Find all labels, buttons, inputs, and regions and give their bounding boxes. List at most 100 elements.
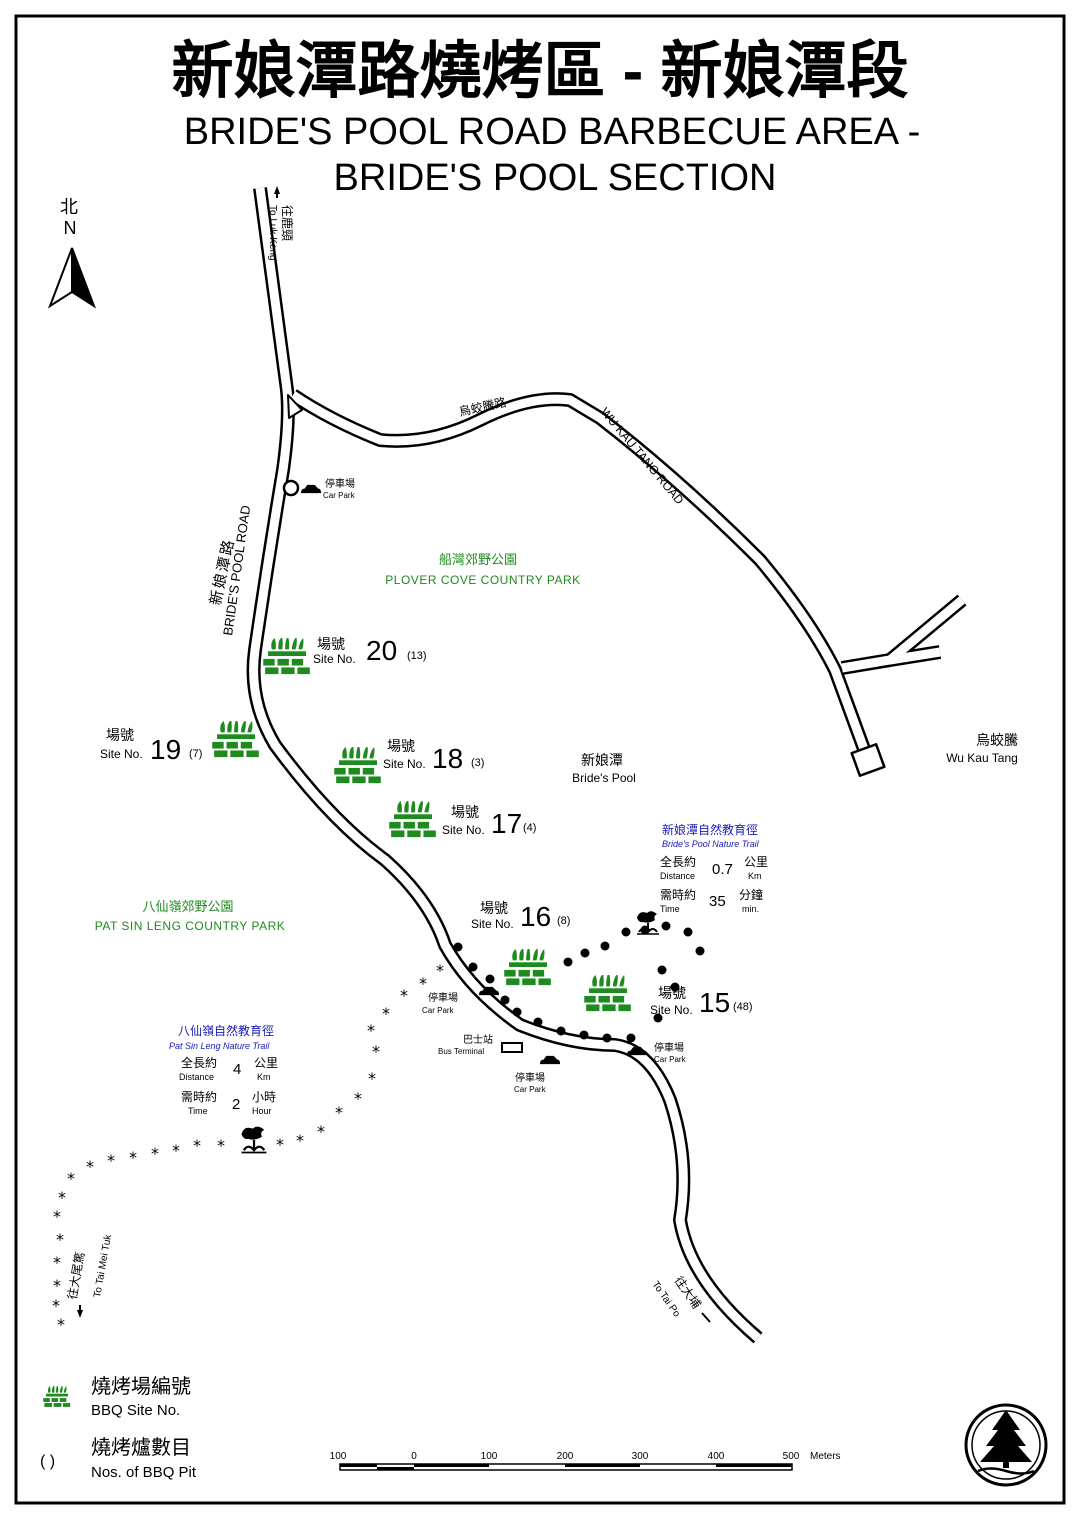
area-pat-sin-leng-en: PAT SIN LENG COUNTRY PARK [95, 919, 286, 933]
trail-dot [695, 946, 705, 956]
svg-text:Site No.: Site No. [442, 823, 485, 837]
brides-pool-trail-path [453, 921, 705, 1043]
bbq-icon [212, 721, 259, 758]
car-park-south: 停車場 Car Park [514, 1055, 561, 1094]
bbq-site-17[interactable]: 場號 Site No. 17 (4) [389, 799, 536, 839]
svg-text:( ): ( ) [40, 1453, 55, 1470]
bbq-icon [263, 638, 310, 675]
trail-star-marker: * [53, 1276, 61, 1295]
svg-text:BBQ Site No.: BBQ Site No. [91, 1402, 180, 1419]
svg-text:Car Park: Car Park [514, 1085, 547, 1094]
trail-star-marker: * [335, 1103, 343, 1122]
svg-text:(8): (8) [557, 915, 570, 927]
svg-text:往大尾篤: 往大尾篤 [64, 1251, 87, 1301]
svg-text:Hour: Hour [252, 1106, 272, 1116]
svg-text:全長約: 全長約 [660, 854, 696, 869]
area-plover-cove-en: PLOVER COVE COUNTRY PARK [385, 573, 580, 587]
svg-text:20: 20 [366, 635, 397, 666]
trail-dot [512, 1007, 522, 1017]
svg-text:Site No.: Site No. [650, 1003, 693, 1017]
area-plover-cove-zh: 船灣郊野公園 [439, 552, 517, 567]
trail-star-marker: * [354, 1089, 362, 1108]
svg-text:Car Park: Car Park [654, 1055, 687, 1064]
trail-star-marker: * [400, 986, 408, 1005]
road-label-wu-kau-tang-en: WU KAU TANG ROAD [598, 405, 687, 507]
svg-text:Distance: Distance [179, 1072, 214, 1082]
trail-dot [670, 982, 680, 992]
bbq-site-16[interactable]: 場號 Site No. 16 (8) [471, 900, 570, 986]
car-park-east: 停車場 Car Park [626, 1041, 687, 1064]
trail-star-marker: * [107, 1151, 115, 1170]
svg-text:(4): (4) [523, 822, 536, 834]
trail-star-marker: * [382, 1004, 390, 1023]
svg-text:(7): (7) [189, 748, 202, 760]
trail-label-to-tai-mei-tuk: 往大尾篤 To Tai Mei Tuk [64, 1233, 114, 1318]
north-label-zh: 北 [60, 197, 78, 217]
svg-text:停車場: 停車場 [654, 1041, 684, 1054]
svg-text:停車場: 停車場 [428, 991, 458, 1004]
bbq-icon [334, 747, 381, 784]
trail-dot [621, 927, 631, 937]
svg-text:100: 100 [330, 1451, 347, 1462]
svg-text:Car Park: Car Park [422, 1006, 455, 1015]
bbq-site-20[interactable]: 場號 Site No. 20 (13) [263, 635, 427, 675]
trail-star-marker: * [217, 1136, 225, 1155]
trail-star-marker: * [53, 1207, 61, 1226]
svg-text:(13): (13) [407, 650, 427, 662]
svg-text:35: 35 [709, 893, 726, 910]
bus-icon [501, 1042, 523, 1053]
trail-dot [579, 1030, 589, 1040]
svg-text:Distance: Distance [660, 871, 695, 881]
trail-star-marker: * [56, 1230, 64, 1249]
trail-dot [602, 1033, 612, 1043]
svg-text:公里: 公里 [254, 1056, 278, 1070]
trail-star-marker: * [86, 1157, 94, 1176]
area-wu-kau-tang-zh: 烏蛟騰 [976, 732, 1018, 748]
bbq-icon [389, 801, 436, 838]
svg-text:巴士站: 巴士站 [463, 1033, 493, 1046]
map-border [14, 14, 1066, 1505]
north-arrow-icon [47, 247, 97, 309]
svg-text:場號: 場號 [387, 738, 415, 754]
svg-text:Time: Time [188, 1106, 208, 1116]
trail-star-marker: * [52, 1296, 60, 1315]
area-wu-kau-tang-en: Wu Kau Tang [946, 751, 1018, 765]
title-en-line1: BRIDE'S POOL ROAD BARBECUE AREA - [184, 111, 921, 153]
trail-dot [563, 957, 573, 967]
trail-star-marker: * [276, 1135, 284, 1154]
svg-text:燒烤爐數目: 燒烤爐數目 [91, 1436, 191, 1459]
trail-dot [468, 962, 478, 972]
title-en-line2: BRIDE'S POOL SECTION [334, 157, 777, 199]
north-label-en: N [64, 218, 77, 238]
svg-text:To Tai Mei Tuk: To Tai Mei Tuk [92, 1233, 114, 1299]
trail-star-marker: * [58, 1188, 66, 1207]
bbq-icon [504, 949, 551, 986]
svg-text:燒烤場編號: 燒烤場編號 [91, 1375, 191, 1398]
trail-dot [580, 948, 590, 958]
svg-text:Km: Km [748, 871, 762, 881]
trail-star-marker: * [367, 1021, 375, 1040]
trail-star-marker: * [436, 961, 444, 980]
road-label-to-luk-keng: 往鹿頸 To Luk Keng [267, 186, 295, 261]
trail-star-marker: * [372, 1042, 380, 1061]
trail-dot [453, 942, 463, 952]
trail-dot [485, 974, 495, 984]
svg-text:Site No.: Site No. [100, 747, 143, 761]
svg-text:Bride's Pool Nature Trail: Bride's Pool Nature Trail [662, 839, 760, 849]
trail-star-marker: * [129, 1148, 137, 1167]
svg-text:往鹿頸: 往鹿頸 [280, 205, 295, 241]
trail-star-marker: * [317, 1122, 325, 1141]
svg-text:min.: min. [742, 904, 759, 914]
trail-marker-pat-sin-leng-icon [240, 1125, 268, 1154]
svg-text:Time: Time [660, 904, 680, 914]
trail-dot [626, 1033, 636, 1043]
trail-star-marker: * [419, 974, 427, 993]
bbq-site-18[interactable]: 場號 Site No. 18 (3) [334, 738, 484, 784]
svg-text:4: 4 [233, 1061, 241, 1078]
svg-text:小時: 小時 [252, 1090, 276, 1104]
bbq-site-19[interactable]: 場號 Site No. 19 (7) [100, 719, 259, 765]
car-park-north: 停車場 Car Park [300, 477, 356, 500]
svg-text:場號: 場號 [480, 900, 508, 916]
bbq-site-15[interactable]: 場號 Site No. 15 (48) [584, 973, 753, 1018]
trail-star-marker: * [67, 1169, 75, 1188]
